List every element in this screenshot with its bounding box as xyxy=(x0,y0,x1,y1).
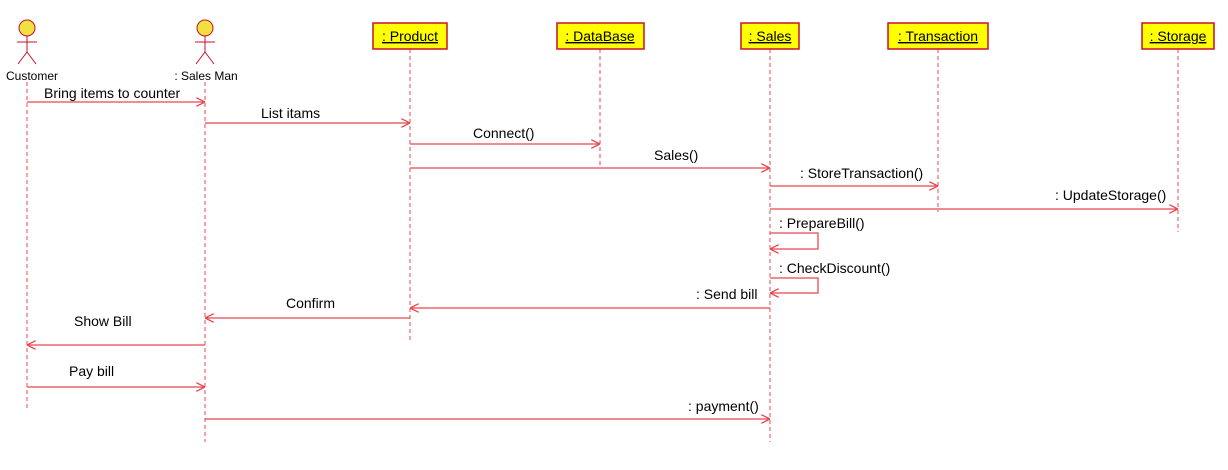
message-arrow xyxy=(770,277,819,293)
message-list-items[interactable]: List itams xyxy=(205,105,410,123)
object-box xyxy=(556,22,645,50)
object-box xyxy=(372,22,448,50)
actor-sales-man-label: : Sales Man xyxy=(174,69,237,83)
message-label: : UpdateStorage() xyxy=(1055,187,1166,203)
message-send-bill[interactable]: : Send bill xyxy=(410,286,770,308)
message-arrow xyxy=(770,232,819,249)
object-sales-label: : Sales xyxy=(749,28,792,44)
message-label: : Send bill xyxy=(696,286,757,302)
object-product[interactable]: : Product xyxy=(372,22,448,50)
message-confirm[interactable]: Confirm xyxy=(205,295,410,318)
message-label: Pay bill xyxy=(69,363,114,379)
message-label: Show Bill xyxy=(74,313,132,329)
message-bring-items[interactable]: Bring items to counter xyxy=(27,85,205,102)
message-pay-bill[interactable]: Pay bill xyxy=(27,363,205,387)
messages: Bring items to counter List itams Connec… xyxy=(27,85,1178,419)
message-label: : CheckDiscount() xyxy=(779,260,890,276)
actor-leg-left xyxy=(195,51,206,65)
object-box xyxy=(887,22,989,50)
message-label: List itams xyxy=(261,105,320,121)
message-label: Confirm xyxy=(286,295,335,311)
actor-head xyxy=(18,19,36,37)
message-label: : PrepareBill() xyxy=(779,215,865,231)
actor-leg-right xyxy=(26,51,37,65)
object-transaction[interactable]: : Transaction xyxy=(887,22,989,50)
message-label: Sales() xyxy=(654,147,698,163)
actor-leg-right xyxy=(204,51,215,65)
actor-leg-left xyxy=(17,51,28,65)
message-connect[interactable]: Connect() xyxy=(410,125,600,144)
actor-customer[interactable]: Customer xyxy=(6,19,58,83)
actor-customer-label: Customer xyxy=(6,69,58,83)
object-product-label: : Product xyxy=(382,28,438,44)
message-label: Bring items to counter xyxy=(44,85,181,101)
actor-head xyxy=(196,19,214,37)
message-store-transaction[interactable]: : StoreTransaction() xyxy=(770,165,938,186)
message-prepare-bill[interactable]: : PrepareBill() xyxy=(770,215,865,249)
message-check-discount[interactable]: : CheckDiscount() xyxy=(770,260,890,293)
object-transaction-label: : Transaction xyxy=(898,28,978,44)
message-label: : StoreTransaction() xyxy=(800,165,923,181)
object-storage[interactable]: : Storage xyxy=(1141,22,1215,50)
message-sales[interactable]: Sales() xyxy=(410,147,770,168)
object-database-label: : DataBase xyxy=(565,28,634,44)
object-storage-label: : Storage xyxy=(1150,28,1207,44)
actor-sales-man[interactable]: : Sales Man xyxy=(174,19,238,83)
object-box xyxy=(1141,22,1215,50)
message-label: Connect() xyxy=(473,125,534,141)
message-payment[interactable]: : payment() xyxy=(205,398,770,419)
message-update-storage[interactable]: : UpdateStorage() xyxy=(770,187,1178,209)
object-sales[interactable]: : Sales xyxy=(740,22,800,50)
message-label: : payment() xyxy=(688,398,759,414)
object-box xyxy=(740,22,800,50)
object-database[interactable]: : DataBase xyxy=(556,22,645,50)
lifelines xyxy=(26,49,1179,442)
message-show-bill[interactable]: Show Bill xyxy=(27,313,205,345)
